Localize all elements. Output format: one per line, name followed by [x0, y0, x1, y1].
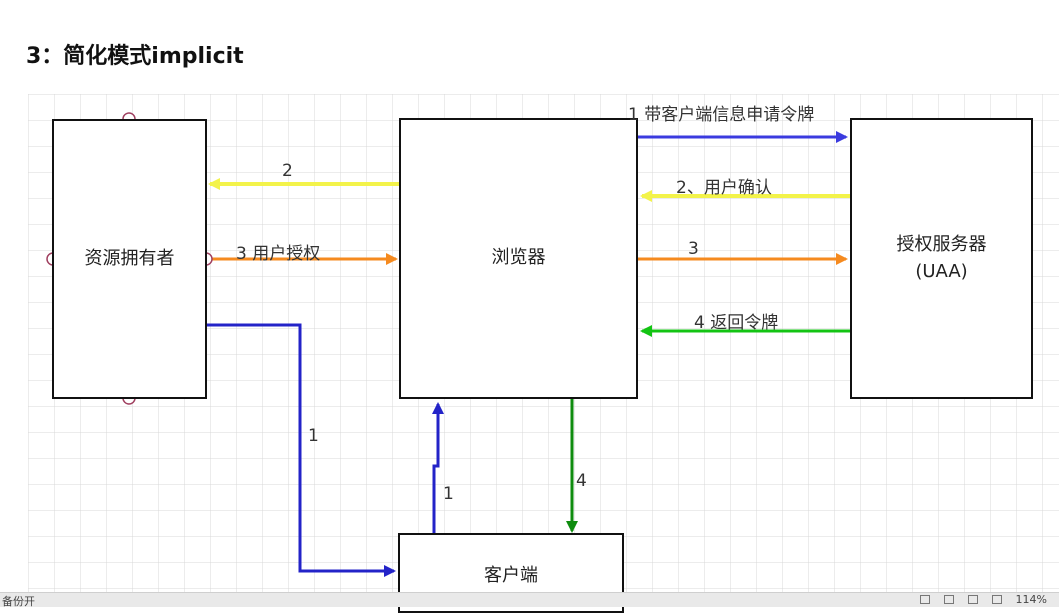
- edge-label-auth-to-browser-2: 2、用户确认: [676, 178, 772, 198]
- view-web-icon[interactable]: [991, 595, 1002, 604]
- resource-owner-node[interactable]: 资源拥有者: [52, 119, 207, 399]
- zoom-level[interactable]: 114%: [1015, 593, 1047, 606]
- edge-client-to-browser-1[interactable]: [432, 402, 444, 533]
- auth-server-node[interactable]: 授权服务器 (UAA): [850, 118, 1033, 399]
- auth-server-sublabel: (UAA): [915, 260, 968, 282]
- view-normal-icon[interactable]: [919, 595, 930, 604]
- browser-label: 浏览器: [491, 247, 546, 269]
- edge-label-browser-to-owner-2: 2: [282, 161, 293, 181]
- status-right-controls: 114%: [919, 593, 1047, 606]
- edge-label-client-to-browser-1: 1: [443, 484, 454, 504]
- edge-owner-to-client-1[interactable]: [207, 323, 396, 577]
- edge-label-browser-to-auth-1: 1 带客户端信息申请令牌: [628, 105, 815, 125]
- browser-node[interactable]: 浏览器: [399, 118, 638, 399]
- status-bar: 备份开 114%: [0, 592, 1059, 608]
- status-left-text: 备份开: [2, 595, 35, 608]
- edge-label-auth-to-browser-4: 4 返回令牌: [694, 313, 779, 333]
- edge-label-owner-to-browser-3: 3 用户授权: [236, 244, 321, 264]
- diagram-canvas: 资源拥有者 浏览器 授权服务器 (UAA) 客户端 1 带客户端信息申请令牌 2…: [28, 94, 1059, 613]
- edge-label-browser-to-auth-3: 3: [688, 239, 699, 259]
- client-label: 客户端: [484, 565, 538, 586]
- auth-server-label: 授权服务器: [896, 234, 987, 256]
- view-read-icon[interactable]: [967, 595, 978, 604]
- resource-owner-label: 资源拥有者: [84, 247, 175, 269]
- view-page-icon[interactable]: [943, 595, 954, 604]
- edge-label-owner-to-client-1: 1: [308, 426, 319, 446]
- page-title: 3：简化模式implicit: [26, 44, 244, 69]
- edge-label-browser-to-client-4: 4: [576, 471, 587, 491]
